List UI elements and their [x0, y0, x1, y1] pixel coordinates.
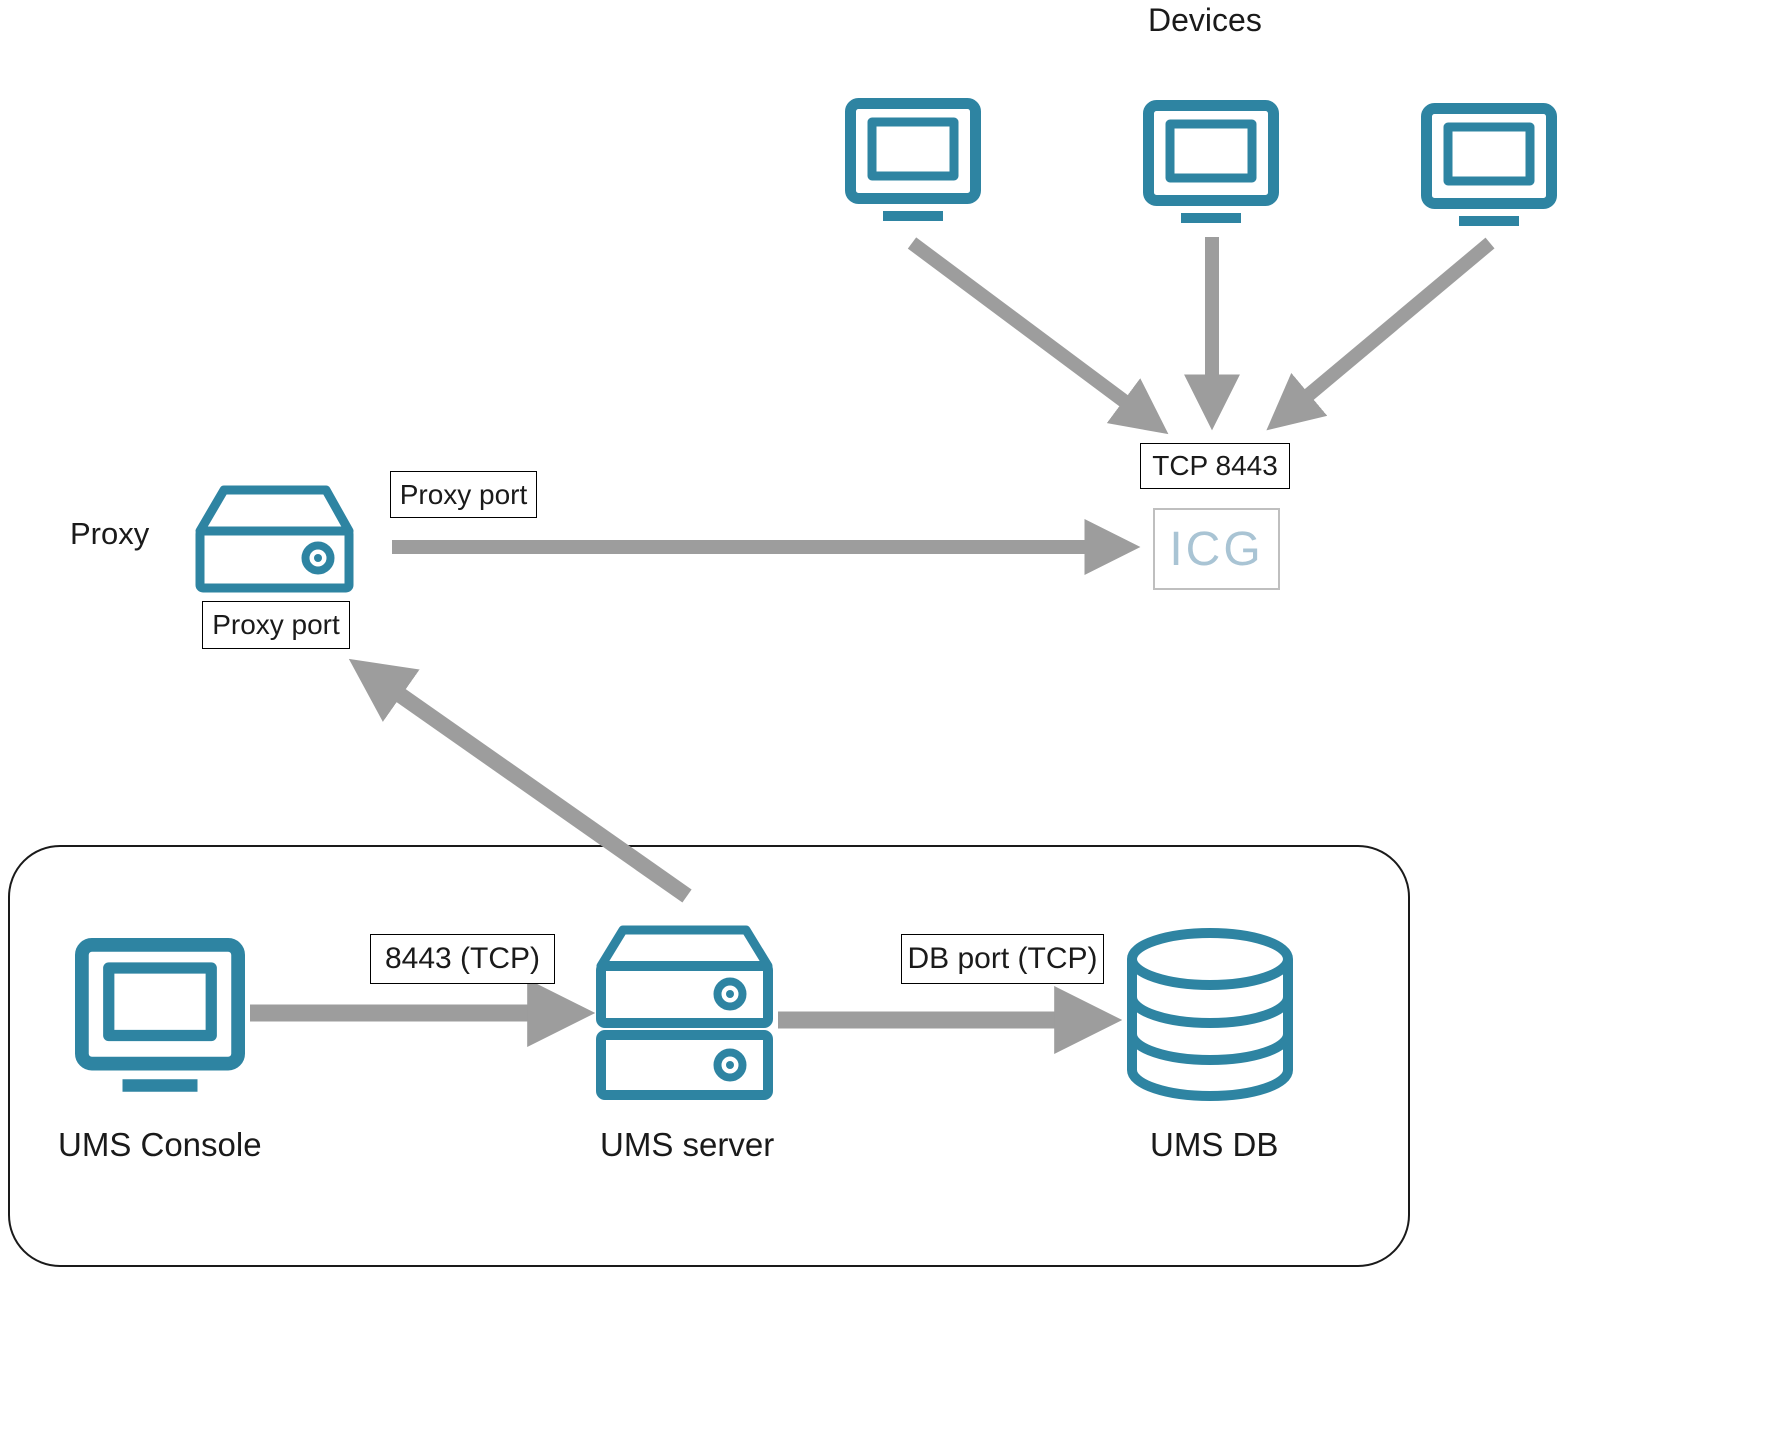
- proxy-server-icon: [195, 485, 354, 593]
- ums-console-monitor-icon: [82, 945, 238, 1092]
- icg-node: ICG: [1153, 508, 1280, 590]
- console-to-server-port-box: 8443 (TCP): [370, 934, 555, 984]
- arrow-device3-to-icg: [1266, 237, 1495, 431]
- device-monitor-icon-1: [851, 104, 976, 222]
- devices-group-label: Devices: [1148, 2, 1262, 38]
- device-monitor-icon-2: [1149, 106, 1274, 224]
- arrow-device1-to-icg: [907, 237, 1169, 435]
- proxy-label: Proxy: [70, 516, 150, 551]
- ums-db-label: UMS DB: [1150, 1126, 1279, 1163]
- tcp-8443-port-box: TCP 8443: [1140, 443, 1290, 489]
- ums-console-label: UMS Console: [58, 1126, 262, 1163]
- arrow-ums-server-to-proxy: [348, 658, 692, 903]
- ums-db-database-icon: [1127, 928, 1293, 1101]
- ums-server-label: UMS server: [600, 1126, 775, 1163]
- proxy-port-box-bottom: Proxy port: [202, 601, 350, 649]
- device-monitor-icon-3: [1427, 109, 1552, 227]
- server-to-db-port-box: DB port (TCP): [901, 934, 1104, 984]
- proxy-port-box-top: Proxy port: [390, 471, 537, 518]
- ums-group-container: [8, 845, 1410, 1267]
- ums-server-stack-icon: [596, 925, 773, 1100]
